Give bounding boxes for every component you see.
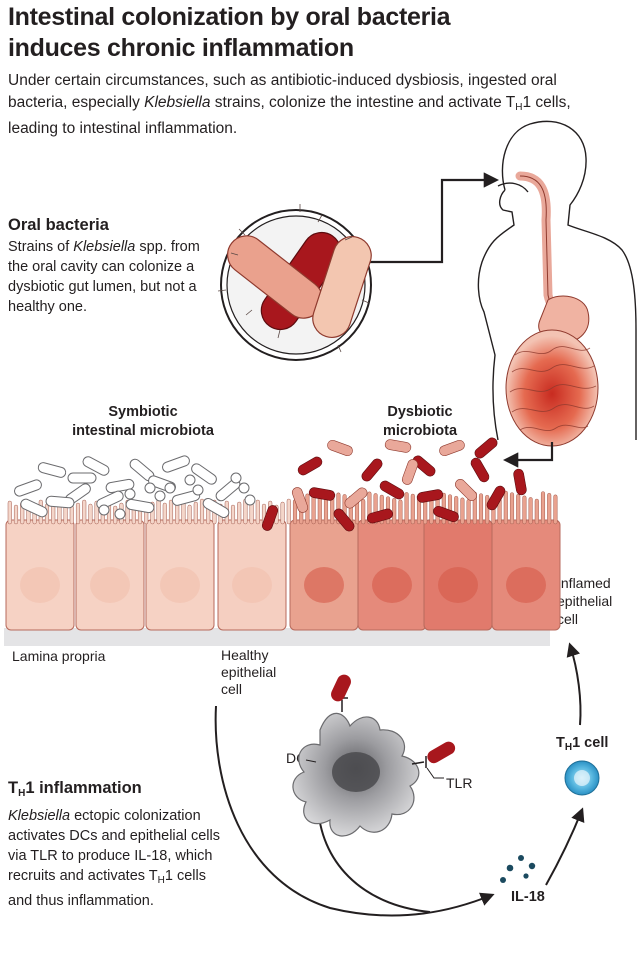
intro-part-1: Under certain circumstances, such as ant…: [8, 72, 557, 111]
colonization-arrow: [502, 442, 554, 468]
lamina-propria: [4, 628, 550, 646]
dendritic-cell: [292, 674, 456, 837]
esophagus: [515, 171, 565, 317]
dysbiotic-label: Dysbiotic microbiota: [350, 403, 490, 441]
tlr-label-line: [426, 767, 444, 779]
th1-cell: [564, 760, 600, 796]
th1-cell-label: TH1 cell: [556, 735, 608, 756]
intestines: [505, 329, 599, 447]
human-torso: [477, 120, 637, 441]
symbiotic-label-line-1: Symbiotic: [108, 404, 178, 420]
stomach: [538, 295, 590, 343]
healthy-epithelial-cell: [75, 519, 145, 631]
healthy-epithelial-cell: [217, 519, 287, 631]
intro-part-3: 1 cells, leading to intestinal inflammat…: [8, 93, 571, 138]
th1-inflammation-panel: TH1 inflammation Klebsiella ectopic colo…: [8, 778, 258, 911]
intro-text: Under certain circumstances, such as ant…: [8, 70, 598, 140]
inflamed-epithelial-cell: [491, 519, 561, 631]
tlr-receptor-right: [411, 756, 427, 768]
tlr-receptor-top: [336, 697, 348, 712]
dc-label-line: [305, 759, 317, 763]
th1-heading-sub: H: [18, 788, 26, 799]
intro-subscript: H: [515, 101, 523, 113]
healthy-epithelial-cell: [145, 519, 215, 631]
bound-klebsiella-right: [427, 741, 456, 764]
inflamed-epithelial-cell: [357, 519, 427, 631]
intro-part-2: strains, colonize the intestine and acti…: [210, 93, 516, 111]
symbiotic-label: Symbiotic intestinal microbiota: [18, 403, 268, 441]
il18-molecules: [500, 855, 536, 883]
ingestion-arrow: [370, 172, 500, 264]
th1-text-part-1: ectopic colonization activates DCs and e…: [8, 808, 220, 884]
th1-heading-rest: 1 inflammation: [25, 779, 142, 797]
tlr-label: TLR: [446, 775, 473, 791]
oral-text-part-2: spp. from the oral cavity can colonize a…: [8, 239, 200, 315]
healthy-label-line-1: Healthy: [221, 647, 269, 663]
dc-label: DC: [286, 750, 307, 766]
th1-inflammation-text: Klebsiella ectopic colonization activate…: [8, 806, 230, 911]
healthy-epithelial-cell: [5, 519, 75, 631]
inflamed-label-line-1: Inflamed: [557, 575, 611, 591]
inflamed-epithelial-cell: [423, 519, 493, 631]
th1-cell-rest: 1 cell: [572, 735, 609, 751]
th1-cell-t: T: [556, 735, 565, 751]
dc-curve-arrow: [317, 804, 431, 913]
symbiotic-label-line-2: intestinal microbiota: [72, 423, 214, 439]
inflamed-label-line-3: cell: [557, 611, 579, 627]
oral-bacteria-text: Strains of Klebsiella spp. from the oral…: [8, 237, 208, 317]
dysbiotic-label-line-2: microbiota: [382, 423, 458, 439]
lamina-propria-label: Lamina propria: [12, 648, 106, 664]
healthy-label-line-2: epithelial: [221, 664, 277, 680]
th1-text-sub: H: [157, 875, 165, 886]
il18-label: IL-18: [511, 889, 545, 905]
th1-text-klebsiella: Klebsiella: [8, 808, 71, 824]
oral-bacteria-panel: Oral bacteria Strains of Klebsiella spp.…: [8, 215, 208, 317]
dysbiotic-label-line-1: Dysbiotic: [387, 404, 453, 420]
oral-text-klebsiella: Klebsiella: [73, 239, 136, 255]
th1-heading-t: T: [8, 779, 19, 797]
th1-text-part-2: 1 cells and thus inflammation.: [8, 868, 206, 909]
healthy-label-line-3: cell: [221, 681, 243, 697]
klebsiella-bacterium-light: [227, 235, 323, 319]
th1-to-inflamed-arrow: [566, 642, 582, 726]
inflamed-label-line-2: epithelial: [557, 593, 613, 609]
bound-klebsiella-top: [331, 674, 351, 702]
oral-bacteria-heading: Oral bacteria: [8, 216, 109, 234]
oral-bacteria-magnified: [217, 204, 372, 361]
dysbiotic-microbiota: [261, 437, 527, 532]
title-line-2: induces chronic inflammation: [8, 34, 354, 62]
klebsiella-bacterium-pale: [312, 236, 372, 338]
oral-text-part-1: Strains of: [8, 239, 74, 255]
th1-cell-sub: H: [564, 742, 573, 753]
intro-klebsiella: Klebsiella: [144, 93, 211, 111]
page-title: Intestinal colonization by oral bacteria…: [8, 2, 628, 64]
klebsiella-bacterium-dark: [260, 231, 342, 331]
inflamed-epithelial-cell: [289, 519, 359, 631]
healthy-epithelial-cell-label: Healthy epithelial cell: [221, 647, 311, 698]
inflamed-epithelial-cell-label: Inflamed epithelial cell: [557, 574, 637, 628]
th1-inflammation-heading: TH1 inflammation: [8, 778, 258, 804]
intestinal-epithelium: [4, 490, 561, 646]
il18-to-th1-arrow: [545, 807, 585, 886]
title-line-1: Intestinal colonization by oral bacteria: [8, 3, 451, 31]
symbiotic-microbiota: [14, 455, 256, 520]
